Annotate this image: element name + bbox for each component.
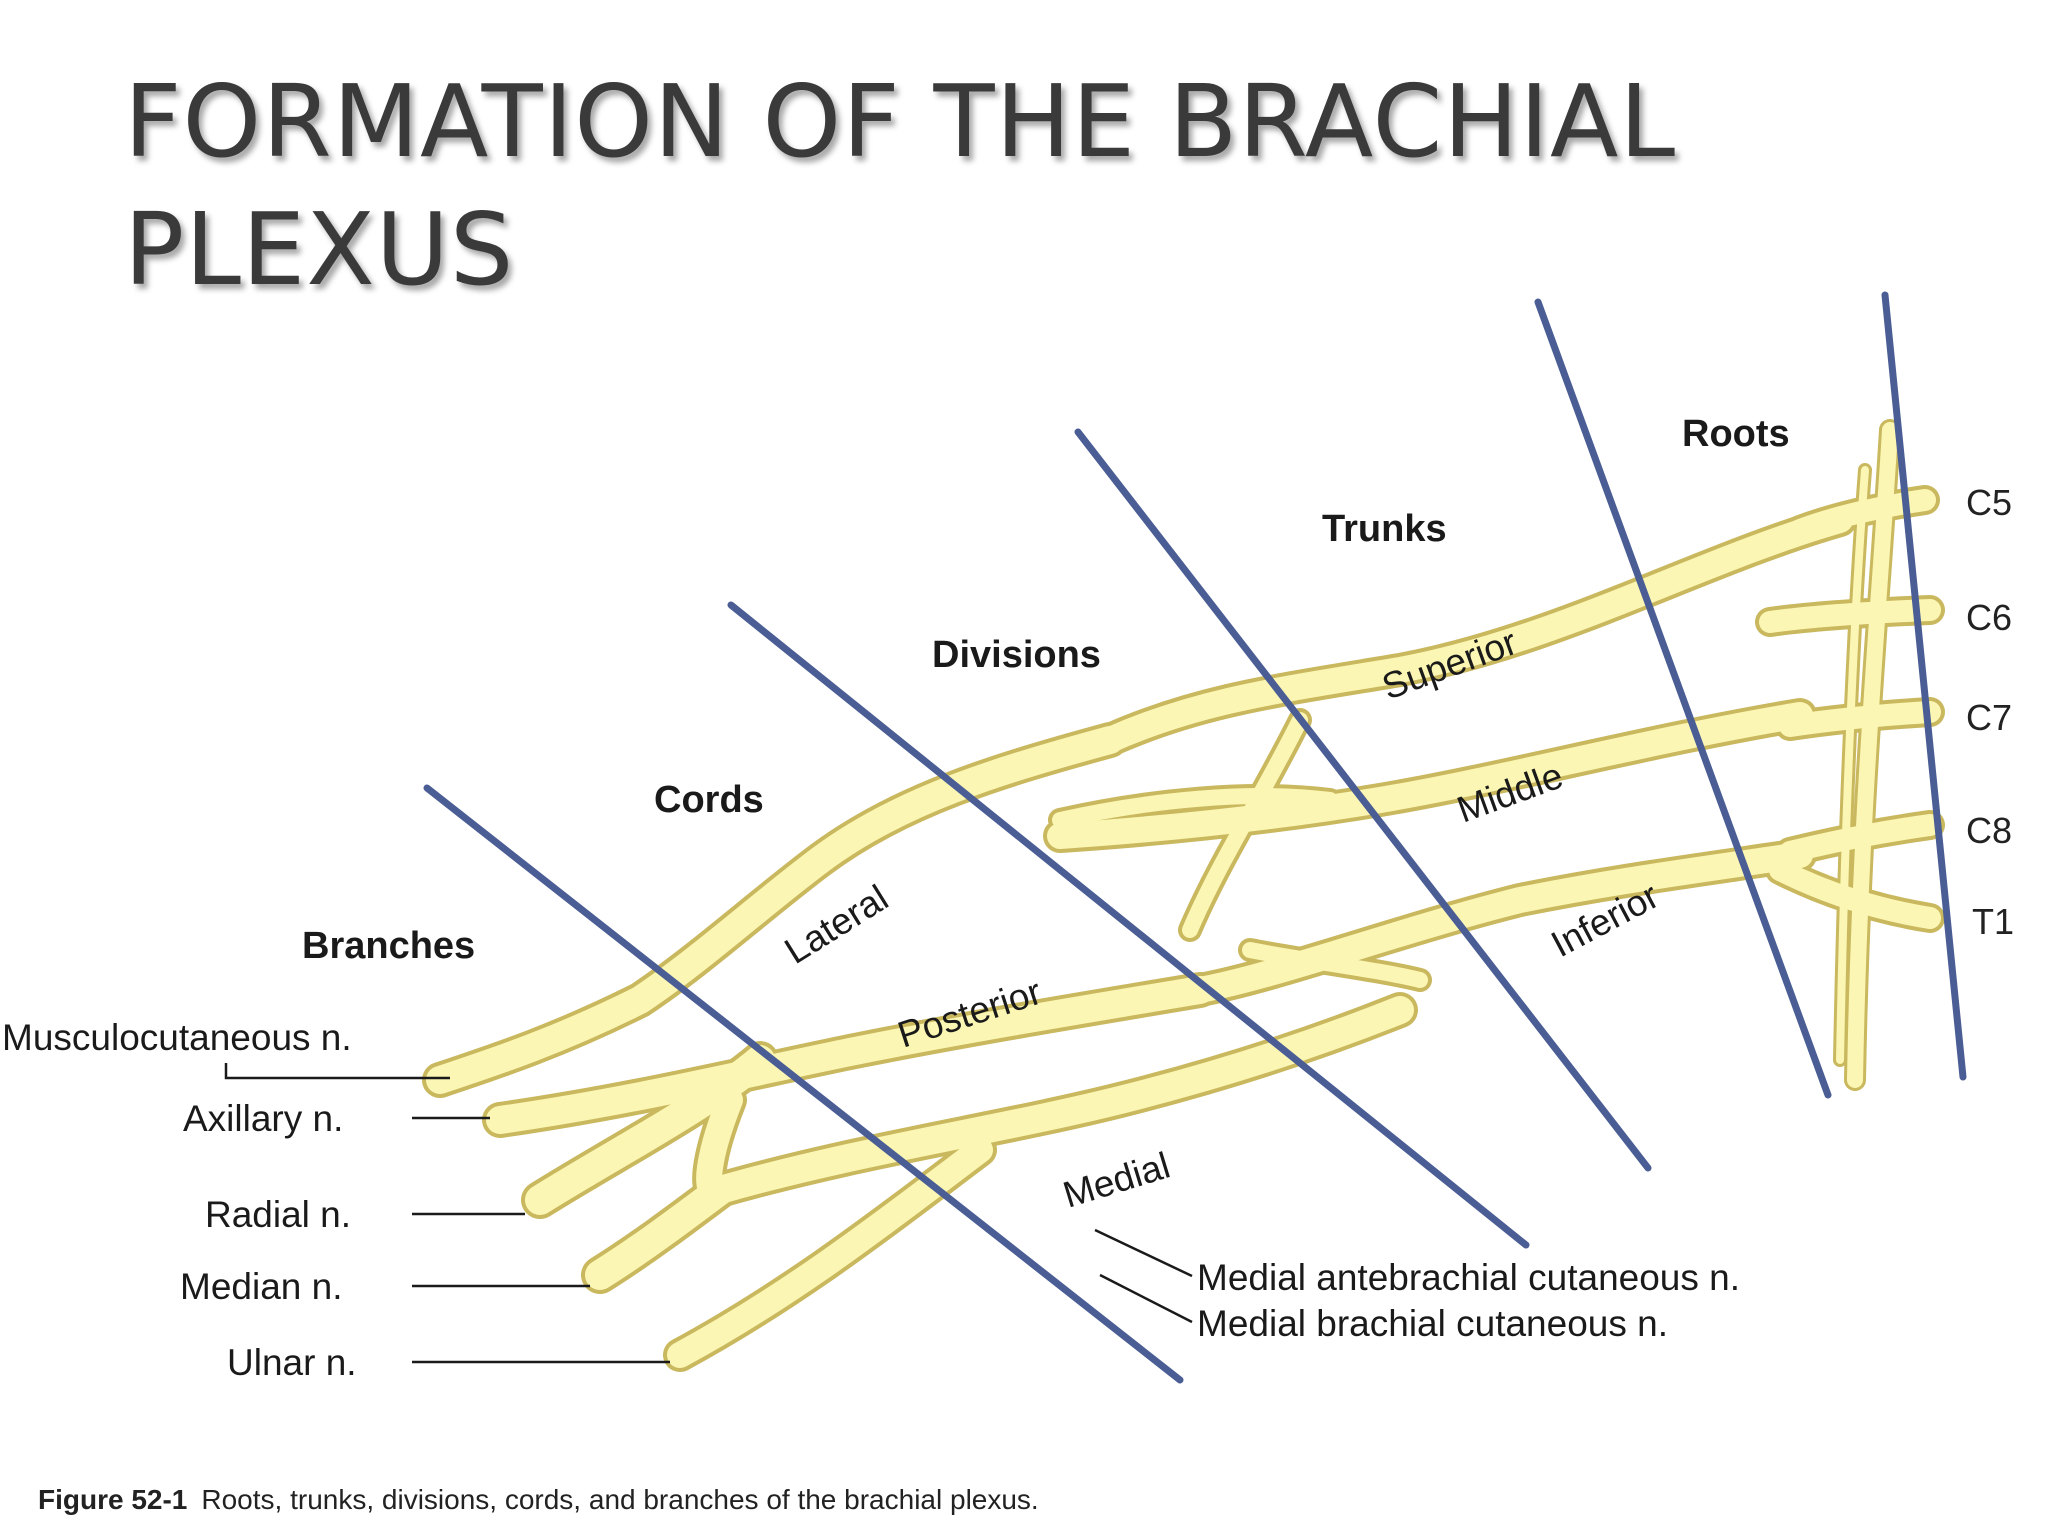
slide-title: FORMATION OF THE BRACHIAL PLEXUS	[124, 58, 1824, 314]
section-branches-label: Branches	[302, 925, 475, 967]
separator-trunks-divisions	[1074, 428, 1652, 1172]
branch-label-radial: Radial n.	[205, 1194, 351, 1235]
root-label-c5: C5	[1966, 482, 2012, 523]
figure-number: Figure 52-1	[38, 1484, 188, 1515]
separator-cords-branches	[423, 784, 1184, 1384]
section-cords-label: Cords	[654, 779, 764, 821]
title-line-1: FORMATION OF THE BRACHIAL	[124, 63, 1677, 180]
separator-divisions-cords	[727, 601, 1530, 1249]
separator-roots-left	[1881, 291, 1967, 1081]
trunk-label-superior: Superior	[1377, 621, 1522, 707]
branch-label-median: Median n.	[180, 1266, 343, 1307]
figure-caption: Figure 52-1 Roots, trunks, divisions, cor…	[38, 1484, 1938, 1516]
branch-label-medial-brachial: Medial brachial cutaneous n.	[1197, 1303, 1668, 1344]
branch-label-ulnar: Ulnar n.	[227, 1342, 357, 1383]
section-roots-label: Roots	[1682, 413, 1790, 455]
figure-caption-text: Roots, trunks, divisions, cords, and bra…	[201, 1484, 1039, 1515]
section-trunks-label: Trunks	[1322, 508, 1447, 550]
title-line-2: PLEXUS	[124, 191, 515, 308]
section-separators	[423, 291, 1967, 1384]
root-label-c6: C6	[1966, 597, 2012, 638]
section-divisions-label: Divisions	[932, 634, 1101, 676]
root-label-c7: C7	[1966, 697, 2012, 738]
branch-label-medial-antebrachial: Medial antebrachial cutaneous n.	[1197, 1257, 1740, 1298]
root-label-c8: C8	[1966, 810, 2012, 851]
branch-label-musculocutaneous: Musculocutaneous n.	[2, 1017, 352, 1058]
branch-leader-lines	[224, 1063, 1193, 1364]
cord-label-medial: Medial	[1058, 1145, 1174, 1216]
separator-roots-trunks	[1534, 298, 1832, 1099]
branch-label-axillary: Axillary n.	[183, 1098, 343, 1139]
root-label-t1: T1	[1972, 901, 2014, 942]
nerve-fills	[426, 422, 1941, 1368]
